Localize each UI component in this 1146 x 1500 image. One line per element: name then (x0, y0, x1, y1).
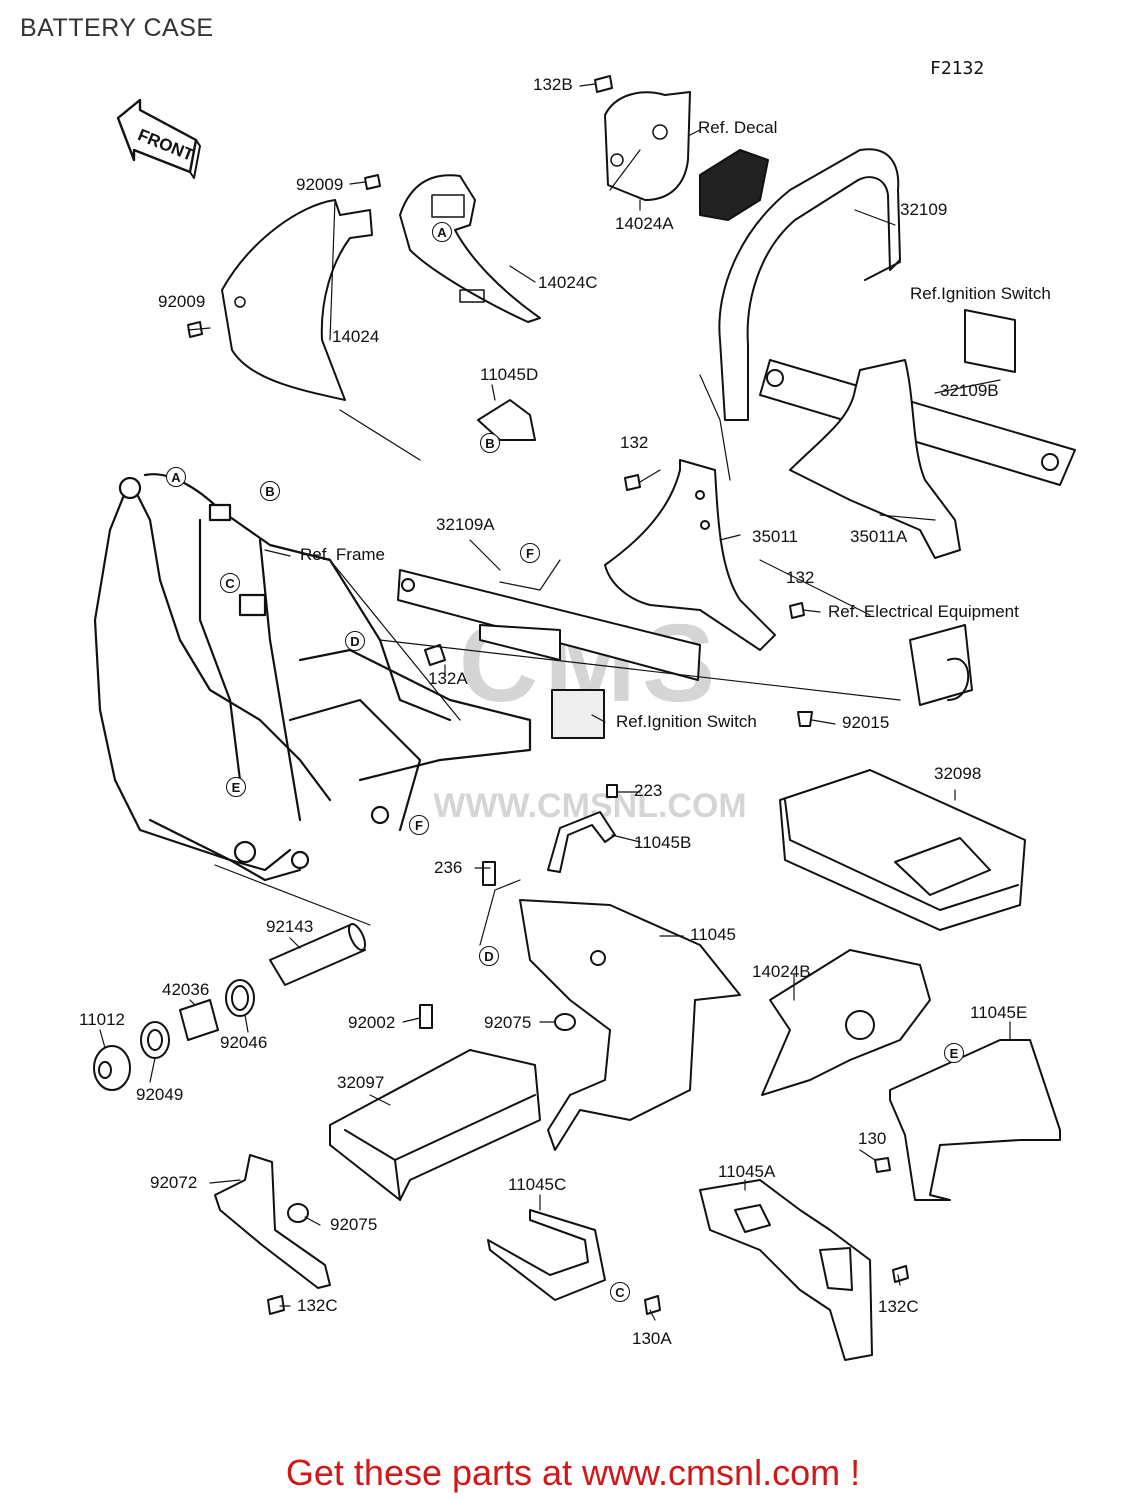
label-92002: 92002 (348, 1013, 396, 1032)
label-35011A: 35011A (850, 527, 908, 546)
label-132C-right: 132C (878, 1297, 919, 1316)
bearing-92046 (225, 979, 255, 1017)
label-130: 130 (858, 1129, 887, 1148)
collar-42036 (179, 999, 219, 1041)
label-11045C: 11045C (508, 1175, 567, 1194)
electrical-equipment (909, 624, 973, 706)
label-14024A: 14024A (615, 214, 674, 233)
label-14024B: 14024B (752, 962, 811, 981)
label-92075-lower: 92075 (330, 1215, 378, 1234)
ref-bubble-B-frame: B (260, 481, 280, 501)
ref-bubble-C-clamp: C (610, 1282, 630, 1302)
label-92009-bottom: 92009 (158, 292, 206, 311)
label-236: 236 (434, 858, 463, 877)
label-ref-frame: Ref. Frame (300, 545, 386, 564)
page-title: BATTERY CASE (20, 14, 214, 42)
side-cover-14024C (399, 174, 541, 323)
label-ref-decal: Ref. Decal (698, 118, 778, 137)
label-32109: 32109 (900, 200, 948, 219)
label-11012: 11012 (79, 1010, 126, 1029)
bracket-35011A (789, 359, 961, 559)
label-11045D: 11045D (480, 365, 539, 384)
clamp-11045B (547, 811, 616, 873)
ref-bubble-E-bracket: E (944, 1043, 964, 1063)
strap-92072 (214, 1154, 331, 1289)
label-92046: 92046 (220, 1033, 268, 1052)
label-11045E: 11045E (970, 1003, 1028, 1022)
ref-bubble-E-frame: E (226, 777, 246, 797)
battery-case-32098 (779, 769, 1026, 931)
clamp-11045C (487, 1209, 606, 1301)
tube-92143 (269, 923, 367, 986)
ref-bubble-F-frame: F (409, 815, 429, 835)
ignition-switch-upper (964, 309, 1016, 373)
decal-icon (699, 149, 769, 221)
label-32098: 32098 (934, 764, 982, 783)
ignition-switch-lower (551, 689, 605, 739)
label-132-upper: 132 (620, 433, 649, 452)
label-32109A: 32109A (436, 515, 495, 534)
label-92143: 92143 (266, 917, 314, 936)
label-42036: 42036 (162, 980, 210, 999)
label-35011: 35011 (752, 527, 799, 546)
label-11045A: 11045A (718, 1162, 776, 1181)
label-11045B: 11045B (634, 833, 692, 852)
figure-code: F2132 (930, 58, 985, 79)
label-32097: 32097 (337, 1073, 385, 1092)
battery-case-32097 (329, 1049, 541, 1201)
rail-32109A (397, 569, 701, 681)
cap-11012 (93, 1045, 131, 1091)
label-11045: 11045 (690, 925, 737, 944)
ref-bubble-C-frame: C (220, 573, 240, 593)
front-arrow-icon: FRONT (116, 98, 201, 179)
cover-14024A (604, 91, 691, 201)
label-ref-ignition-switch-upper: Ref.Ignition Switch (910, 284, 1051, 303)
bracket-35011 (604, 459, 776, 651)
label-92015: 92015 (842, 713, 890, 732)
label-223: 223 (634, 781, 663, 800)
ref-bubble-B-bracket: B (480, 433, 500, 453)
bracket-11045A (699, 1179, 873, 1361)
label-130A: 130A (632, 1329, 672, 1348)
label-132B: 132B (533, 75, 573, 94)
ref-bubble-A-frame: A (166, 467, 186, 487)
frame (93, 473, 532, 882)
label-92009-top: 92009 (296, 175, 344, 194)
label-132-middle: 132 (786, 568, 815, 587)
ref-bubble-A-cover: A (432, 222, 452, 242)
label-14024C: 14024C (538, 273, 598, 292)
bolts (187, 75, 909, 1315)
label-32109B: 32109B (940, 381, 999, 400)
label-92075-upper: 92075 (484, 1013, 532, 1032)
label-92049: 92049 (136, 1085, 184, 1104)
label-ref-electrical-equipment: Ref. Electrical Equipment (828, 602, 1019, 621)
label-14024: 14024 (332, 327, 380, 346)
label-92072: 92072 (150, 1173, 198, 1192)
leader-lines (99, 83, 1011, 1321)
grab-bar-32109 (718, 148, 901, 421)
bracket-11045 (519, 899, 741, 1151)
label-ref-ignition-switch-lower: Ref.Ignition Switch (616, 712, 757, 731)
ref-bubble-D-bracket: D (479, 946, 499, 966)
seal-92049 (140, 1021, 170, 1059)
label-132A: 132A (428, 669, 468, 688)
ref-bubble-F-rail: F (520, 543, 540, 563)
rail-32109B (759, 359, 1076, 486)
footer-link[interactable]: Get these parts at www.cmsnl.com ! (285, 1452, 861, 1493)
label-132C-left: 132C (297, 1296, 338, 1315)
bracket-11045E (889, 1039, 1061, 1201)
ref-bubble-D-frame: D (345, 631, 365, 651)
